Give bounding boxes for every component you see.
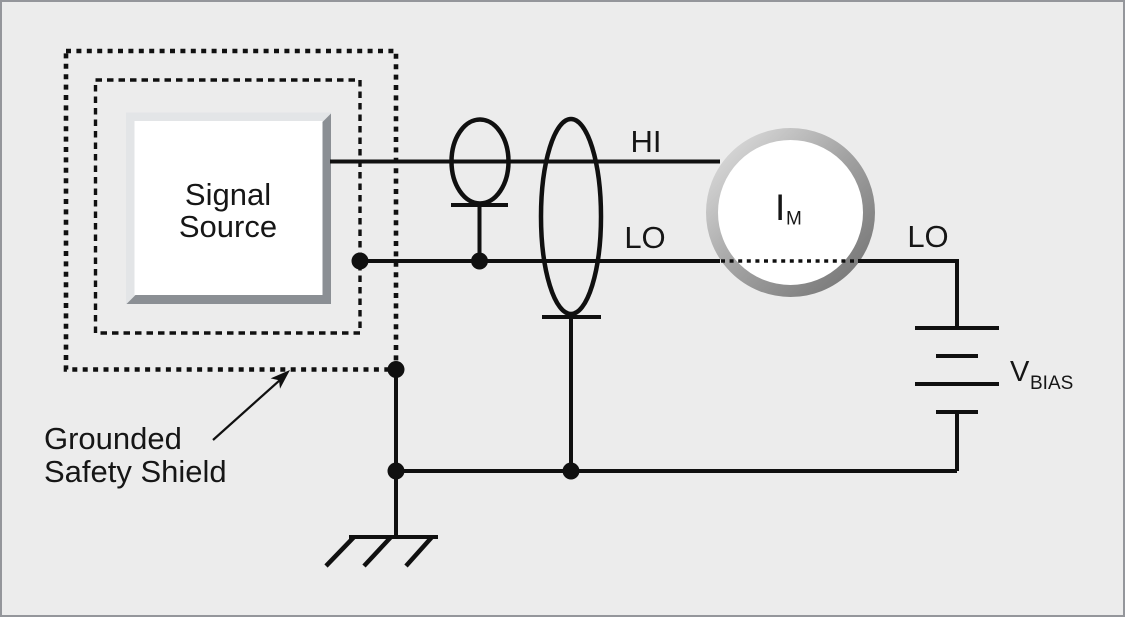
junction-dot-lo-shield	[351, 252, 369, 270]
bias-source-subscript: BIAS	[1030, 373, 1073, 394]
ground-symbol-hatch-1	[324, 535, 356, 568]
inner-shield-outline	[93, 78, 362, 335]
lo-label-right: LO	[907, 219, 948, 254]
safety-shield-outline	[63, 48, 399, 372]
ammeter-subscript: M	[786, 209, 802, 230]
annotation-arrow-head	[270, 370, 290, 389]
signal-source-box	[134, 121, 323, 295]
junction-dot-small-shield	[471, 252, 488, 270]
annotation-label-line1: Grounded	[44, 421, 182, 456]
junction-dot-safety-shield	[387, 361, 405, 378]
junction-dot-ground-node	[387, 462, 405, 480]
hi-label: HI	[631, 124, 662, 159]
cable-shield-large-ellipse	[538, 116, 604, 317]
bias-source-symbol: V	[1010, 356, 1030, 388]
lo-wire-right	[858, 259, 959, 328]
signal-source-label-line1: Signal	[185, 177, 271, 212]
ammeter-circle	[706, 128, 875, 297]
lo-label-left: LO	[624, 220, 665, 255]
annotation-label-line2: Safety Shield	[44, 454, 227, 489]
ground-symbol-hatch-2	[362, 535, 393, 568]
ammeter-symbol: I	[775, 187, 785, 228]
annotation-arrow-line	[212, 379, 281, 441]
signal-source-label-line2: Source	[179, 209, 277, 244]
junction-dot-cable-shield	[562, 462, 580, 480]
ground-symbol-hatch-3	[404, 535, 434, 568]
